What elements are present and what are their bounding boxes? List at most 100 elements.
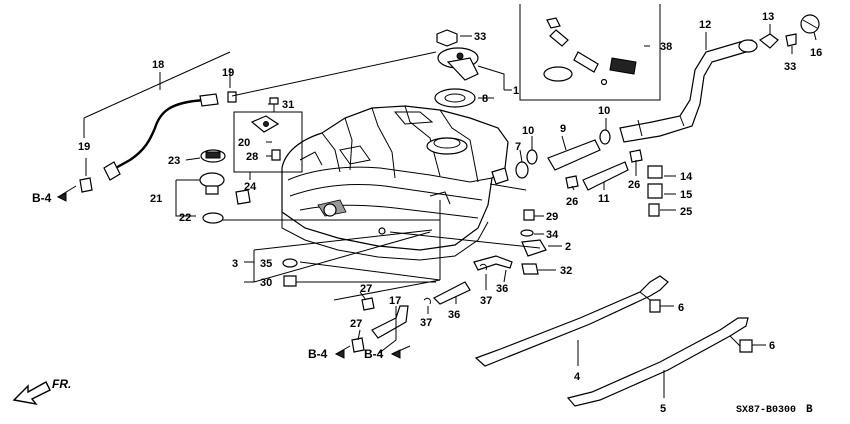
label-13: 13 bbox=[762, 11, 774, 23]
label-29: 29 bbox=[546, 211, 558, 223]
label-3: 3 bbox=[232, 258, 238, 270]
label-23: 23 bbox=[168, 155, 180, 167]
fuel-tank bbox=[281, 105, 509, 261]
fuel-pump-cover-33 bbox=[436, 29, 458, 47]
label-35: 35 bbox=[260, 258, 272, 270]
label-6-upper: 6 bbox=[678, 302, 684, 314]
label-26-right: 26 bbox=[628, 179, 640, 191]
bolt-25 bbox=[648, 203, 660, 217]
breather-tube-18 bbox=[103, 93, 219, 181]
label-21: 21 bbox=[150, 193, 162, 205]
label-37-right: 37 bbox=[480, 295, 492, 307]
label-38: 38 bbox=[660, 41, 672, 53]
label-1: 1 bbox=[513, 85, 519, 97]
label-33-right: 33 bbox=[784, 61, 796, 73]
washer-35 bbox=[282, 258, 298, 268]
cushion-15 bbox=[647, 183, 663, 199]
label-12: 12 bbox=[699, 19, 711, 31]
sender-cover-23 bbox=[200, 149, 226, 163]
label-10-left: 10 bbox=[522, 125, 534, 137]
cover-plate-20 bbox=[250, 115, 280, 133]
fuel-pump-assembly-1 bbox=[437, 47, 479, 81]
clamp-26-right bbox=[629, 149, 643, 163]
label-30: 30 bbox=[260, 277, 272, 289]
label-22: 22 bbox=[179, 212, 191, 224]
label-28: 28 bbox=[246, 151, 258, 163]
clip-37-right bbox=[479, 263, 487, 271]
label-19-upper: 19 bbox=[222, 67, 234, 79]
label-11: 11 bbox=[598, 193, 610, 205]
clamp-27-lower bbox=[351, 337, 365, 353]
label-17: 17 bbox=[389, 295, 401, 307]
clamp-10-right bbox=[599, 129, 611, 145]
ref-b4-mid2: B-4 bbox=[364, 347, 384, 361]
bolt-29 bbox=[523, 209, 535, 221]
hose-17 bbox=[371, 305, 409, 339]
clip-7 bbox=[515, 161, 529, 179]
label-9: 9 bbox=[560, 123, 566, 135]
label-20: 20 bbox=[238, 137, 250, 149]
diagram-code-text: SX87-B0300 bbox=[736, 405, 796, 416]
clip-37-left bbox=[423, 297, 431, 305]
label-26-left: 26 bbox=[566, 196, 578, 208]
label-16: 16 bbox=[810, 47, 822, 59]
nut-32 bbox=[521, 263, 539, 275]
label-31: 31 bbox=[282, 99, 294, 111]
bolt-6-upper bbox=[649, 299, 661, 313]
hose-36-lower bbox=[432, 281, 471, 305]
fuel-filler-pipe bbox=[619, 39, 758, 143]
diagram-code-suffix: B bbox=[806, 404, 813, 416]
breather-hose-11 bbox=[582, 161, 629, 191]
clip-19-lower bbox=[79, 177, 93, 193]
bolt-30 bbox=[283, 275, 297, 287]
label-37-left: 37 bbox=[420, 317, 432, 329]
label-36-lower: 36 bbox=[448, 309, 460, 321]
label-24: 24 bbox=[244, 181, 257, 193]
fuel-tank-strap-5 bbox=[566, 317, 749, 407]
cross-references: B-4 B-4 B-4 bbox=[32, 191, 401, 361]
bolt-28 bbox=[271, 149, 281, 161]
ref-b4-left: B-4 bbox=[32, 191, 52, 205]
label-19-lower: 19 bbox=[78, 141, 90, 153]
label-10-right: 10 bbox=[598, 105, 610, 117]
label-5: 5 bbox=[660, 403, 666, 415]
clamp-27-upper bbox=[361, 297, 375, 311]
hose-36-upper bbox=[473, 255, 513, 271]
front-direction-arrow: FR. bbox=[12, 377, 71, 406]
label-33-upper: 33 bbox=[474, 31, 486, 43]
clamp-10-left bbox=[526, 149, 538, 165]
filler-neck-parts-13 bbox=[758, 33, 797, 49]
label-34: 34 bbox=[546, 229, 559, 241]
front-direction-label: FR. bbox=[52, 377, 71, 391]
label-27-lower: 27 bbox=[350, 318, 362, 330]
fuel-pump-gasket-8 bbox=[434, 88, 476, 108]
clip-19-upper bbox=[227, 91, 237, 103]
bolt-6-lower bbox=[739, 339, 753, 353]
part-number-labels: 1 2 3 4 5 6 6 7 8 9 10 10 11 12 13 14 15… bbox=[78, 11, 822, 415]
ref-b4-mid1: B-4 bbox=[308, 347, 328, 361]
clamp-26-left bbox=[565, 175, 579, 189]
label-4: 4 bbox=[574, 371, 581, 383]
label-18: 18 bbox=[152, 59, 164, 71]
label-15: 15 bbox=[680, 189, 692, 201]
washer-34 bbox=[520, 229, 534, 237]
sender-unit-21 bbox=[199, 172, 251, 205]
label-32: 32 bbox=[560, 265, 572, 277]
diagram-code: SX87-B0300 B bbox=[736, 404, 813, 416]
label-6-lower: 6 bbox=[769, 340, 775, 352]
fill-hose-9 bbox=[547, 139, 601, 171]
bolt-31 bbox=[269, 97, 279, 112]
label-36-upper: 36 bbox=[496, 283, 508, 295]
nut-14 bbox=[647, 165, 663, 179]
sender-gasket-22 bbox=[202, 212, 224, 224]
label-25: 25 bbox=[680, 206, 692, 218]
fuel-pump-kit-38 bbox=[543, 17, 637, 86]
label-8: 8 bbox=[482, 93, 488, 105]
label-7: 7 bbox=[515, 141, 521, 153]
valve-2 bbox=[521, 239, 547, 257]
label-2: 2 bbox=[565, 241, 571, 253]
fuel-cap-16 bbox=[800, 14, 820, 34]
label-14: 14 bbox=[680, 171, 693, 183]
label-27-upper: 27 bbox=[360, 283, 372, 295]
